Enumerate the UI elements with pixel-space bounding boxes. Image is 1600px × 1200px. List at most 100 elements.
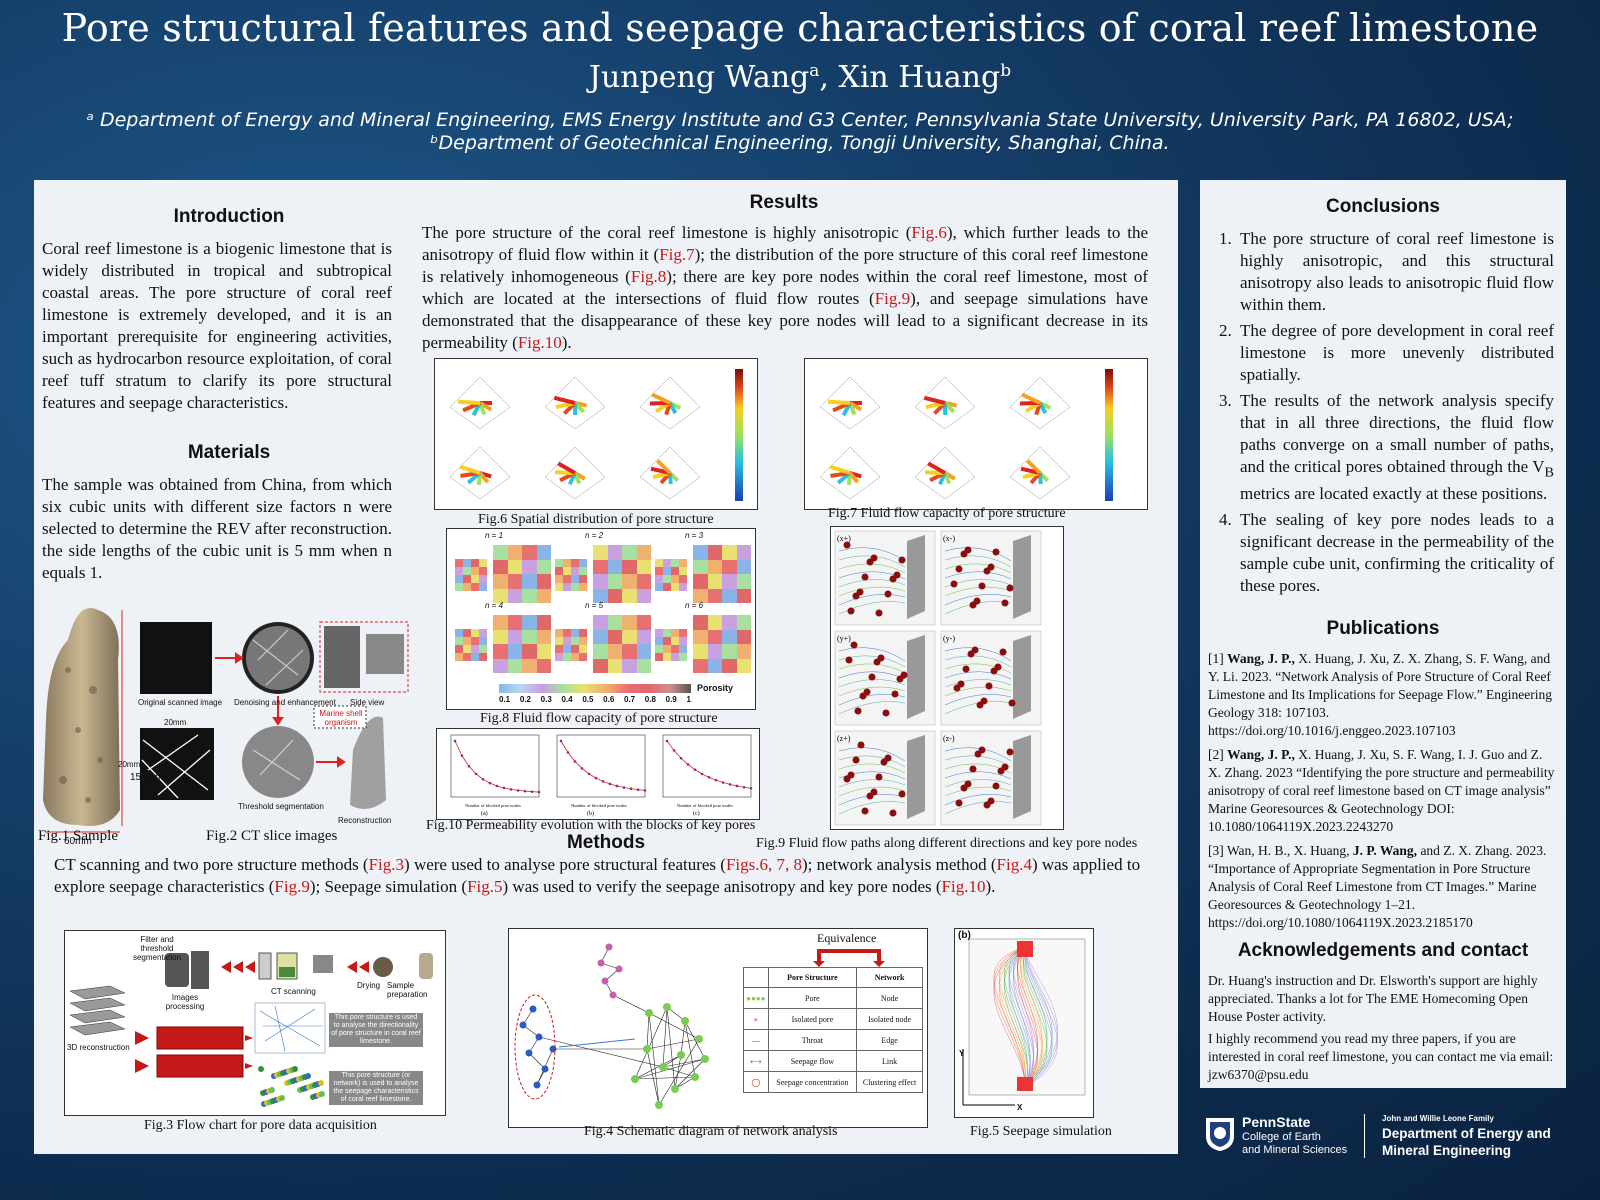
fig9-pore [877, 654, 885, 662]
ref-fig9: Fig.9 [874, 289, 911, 308]
methods-heading: Methods [566, 832, 646, 853]
fig4-node [671, 1085, 679, 1093]
fig9-pore [857, 741, 865, 749]
fig9-pore [994, 663, 1002, 671]
pore-glyph [1021, 392, 1041, 405]
fig9-flow [838, 579, 906, 588]
fig7-plots [819, 369, 1113, 501]
axis-box [449, 376, 511, 430]
fig2-recon-label: Reconstruction [338, 816, 392, 825]
conclusion-1: The pore structure of coral reef limesto… [1236, 228, 1554, 316]
psu-shield-icon [1206, 1118, 1234, 1151]
fig5-x-label: X [1017, 1103, 1023, 1112]
fig4-edge [612, 994, 650, 1014]
fig4-node [519, 1021, 527, 1029]
fig4-network-graph [514, 943, 709, 1109]
fig5-seepage-sim: (b) Y X [954, 928, 1094, 1118]
fig8-cube [555, 629, 587, 661]
right-panel: Conclusions The pore structure of coral … [1200, 180, 1566, 1088]
results-heading: Results [749, 192, 819, 213]
fig9-pore [882, 709, 890, 717]
fig9-pore [856, 588, 864, 596]
intro-heading: Introduction [173, 206, 285, 227]
fig9-dir: (z+) [837, 734, 851, 743]
fig3-pore [305, 1073, 311, 1079]
fig10-sub: (c) [693, 810, 700, 817]
fig3-images-label: Images processing [165, 993, 205, 1011]
fig9-pore [854, 707, 862, 715]
fig5-streamline [1013, 946, 1034, 1088]
fig9-pore [884, 754, 892, 762]
fig4-edge [662, 1006, 668, 1068]
fig8-cube [493, 545, 551, 603]
fig10-axes [556, 734, 646, 798]
fig6-caption: Fig.6 Spatial distribution of pore struc… [478, 512, 714, 527]
publication-2: [2] Wang, J. P., X. Huang, J. Xu, S. F. … [1208, 747, 1555, 834]
fig9-flow [838, 594, 906, 606]
fig10-xlabel: Number of blocked pore nodes [465, 803, 521, 808]
fig8-n-label: n = 6 [685, 601, 704, 610]
fig5-streamline [1008, 946, 1031, 1088]
fig8-n-label: n = 3 [685, 531, 704, 540]
pore-glyph [459, 464, 481, 475]
pore-glyph [829, 464, 851, 475]
fig4-node [605, 943, 613, 951]
fig10-sub: (a) [481, 810, 488, 817]
fig9-pore [891, 690, 899, 698]
fig9-pore [971, 646, 979, 654]
fig4-equivalence-label: Equivalence [817, 931, 877, 945]
fig9-flow [944, 771, 1012, 780]
fig9-pore [863, 688, 871, 696]
ack-p1: Dr. Huang's instruction and Dr. Elsworth… [1208, 973, 1538, 1024]
author-1-sup: a [809, 61, 820, 81]
ref-fig4: Fig.4 [996, 855, 1032, 874]
fig8-cube [655, 629, 687, 661]
fig1-width-label: 60mm [64, 836, 92, 847]
fig9-dir: (y+) [837, 634, 851, 643]
pore-glyph [651, 392, 671, 405]
fig9-flow [944, 686, 1012, 697]
fig9-pore [992, 548, 1000, 556]
fig5-streamline [993, 946, 1026, 1088]
main-panel: Introduction Coral reef limestone is a b… [34, 180, 1178, 1154]
fig4-edge [674, 1058, 706, 1090]
fig4-edge [662, 1066, 696, 1078]
fig9-flow [944, 555, 1012, 568]
axis-box [639, 446, 701, 500]
ref-fig8: Fig.8 [630, 267, 667, 286]
fig9-pore [973, 597, 981, 605]
fig2-original-label: Original scanned image [138, 698, 223, 707]
fig5-outlet [1017, 1077, 1033, 1091]
axis-box [819, 376, 881, 430]
fig8-cube [555, 559, 587, 591]
fig8-cube [655, 559, 687, 591]
fig10-sub: (b) [587, 810, 594, 817]
fig9-pore [980, 697, 988, 705]
eme-line2: Mineral Engineering [1382, 1143, 1512, 1158]
axis-box [639, 376, 701, 430]
fig9-dir: (x-) [943, 534, 955, 543]
ref-fig10: Fig.10 [517, 333, 562, 352]
fig8-n-label: n = 2 [585, 531, 604, 540]
fig10-caption: Fig.10 Permeability evolution with the b… [426, 818, 756, 833]
fig3-3d-label: 3D reconstruction [67, 1043, 130, 1052]
fig4-edge [528, 1052, 546, 1070]
fig4-edge [646, 1048, 660, 1106]
fig4-edge [634, 1054, 682, 1080]
fig9-plane [1013, 535, 1031, 619]
eme-line1: Department of Energy and [1382, 1126, 1551, 1141]
fig5-streamline [1004, 946, 1028, 1088]
logo-divider [1364, 1114, 1365, 1158]
fig9-dir: (x+) [837, 534, 851, 543]
fig5-streamline [1008, 946, 1031, 1088]
fig3-pore [269, 1087, 275, 1093]
pore-glyph [557, 461, 576, 475]
fig5-streamline [1017, 946, 1038, 1088]
fig9-pore [847, 771, 855, 779]
ref-fig5: Fig.5 [467, 877, 503, 896]
fig9-pore [992, 782, 1000, 790]
fig10-xlabel: Number of blocked pore nodes [677, 803, 733, 808]
fig3-note1: This pore structure is used to analyse t… [331, 1014, 421, 1045]
fig9-pore [868, 673, 876, 681]
